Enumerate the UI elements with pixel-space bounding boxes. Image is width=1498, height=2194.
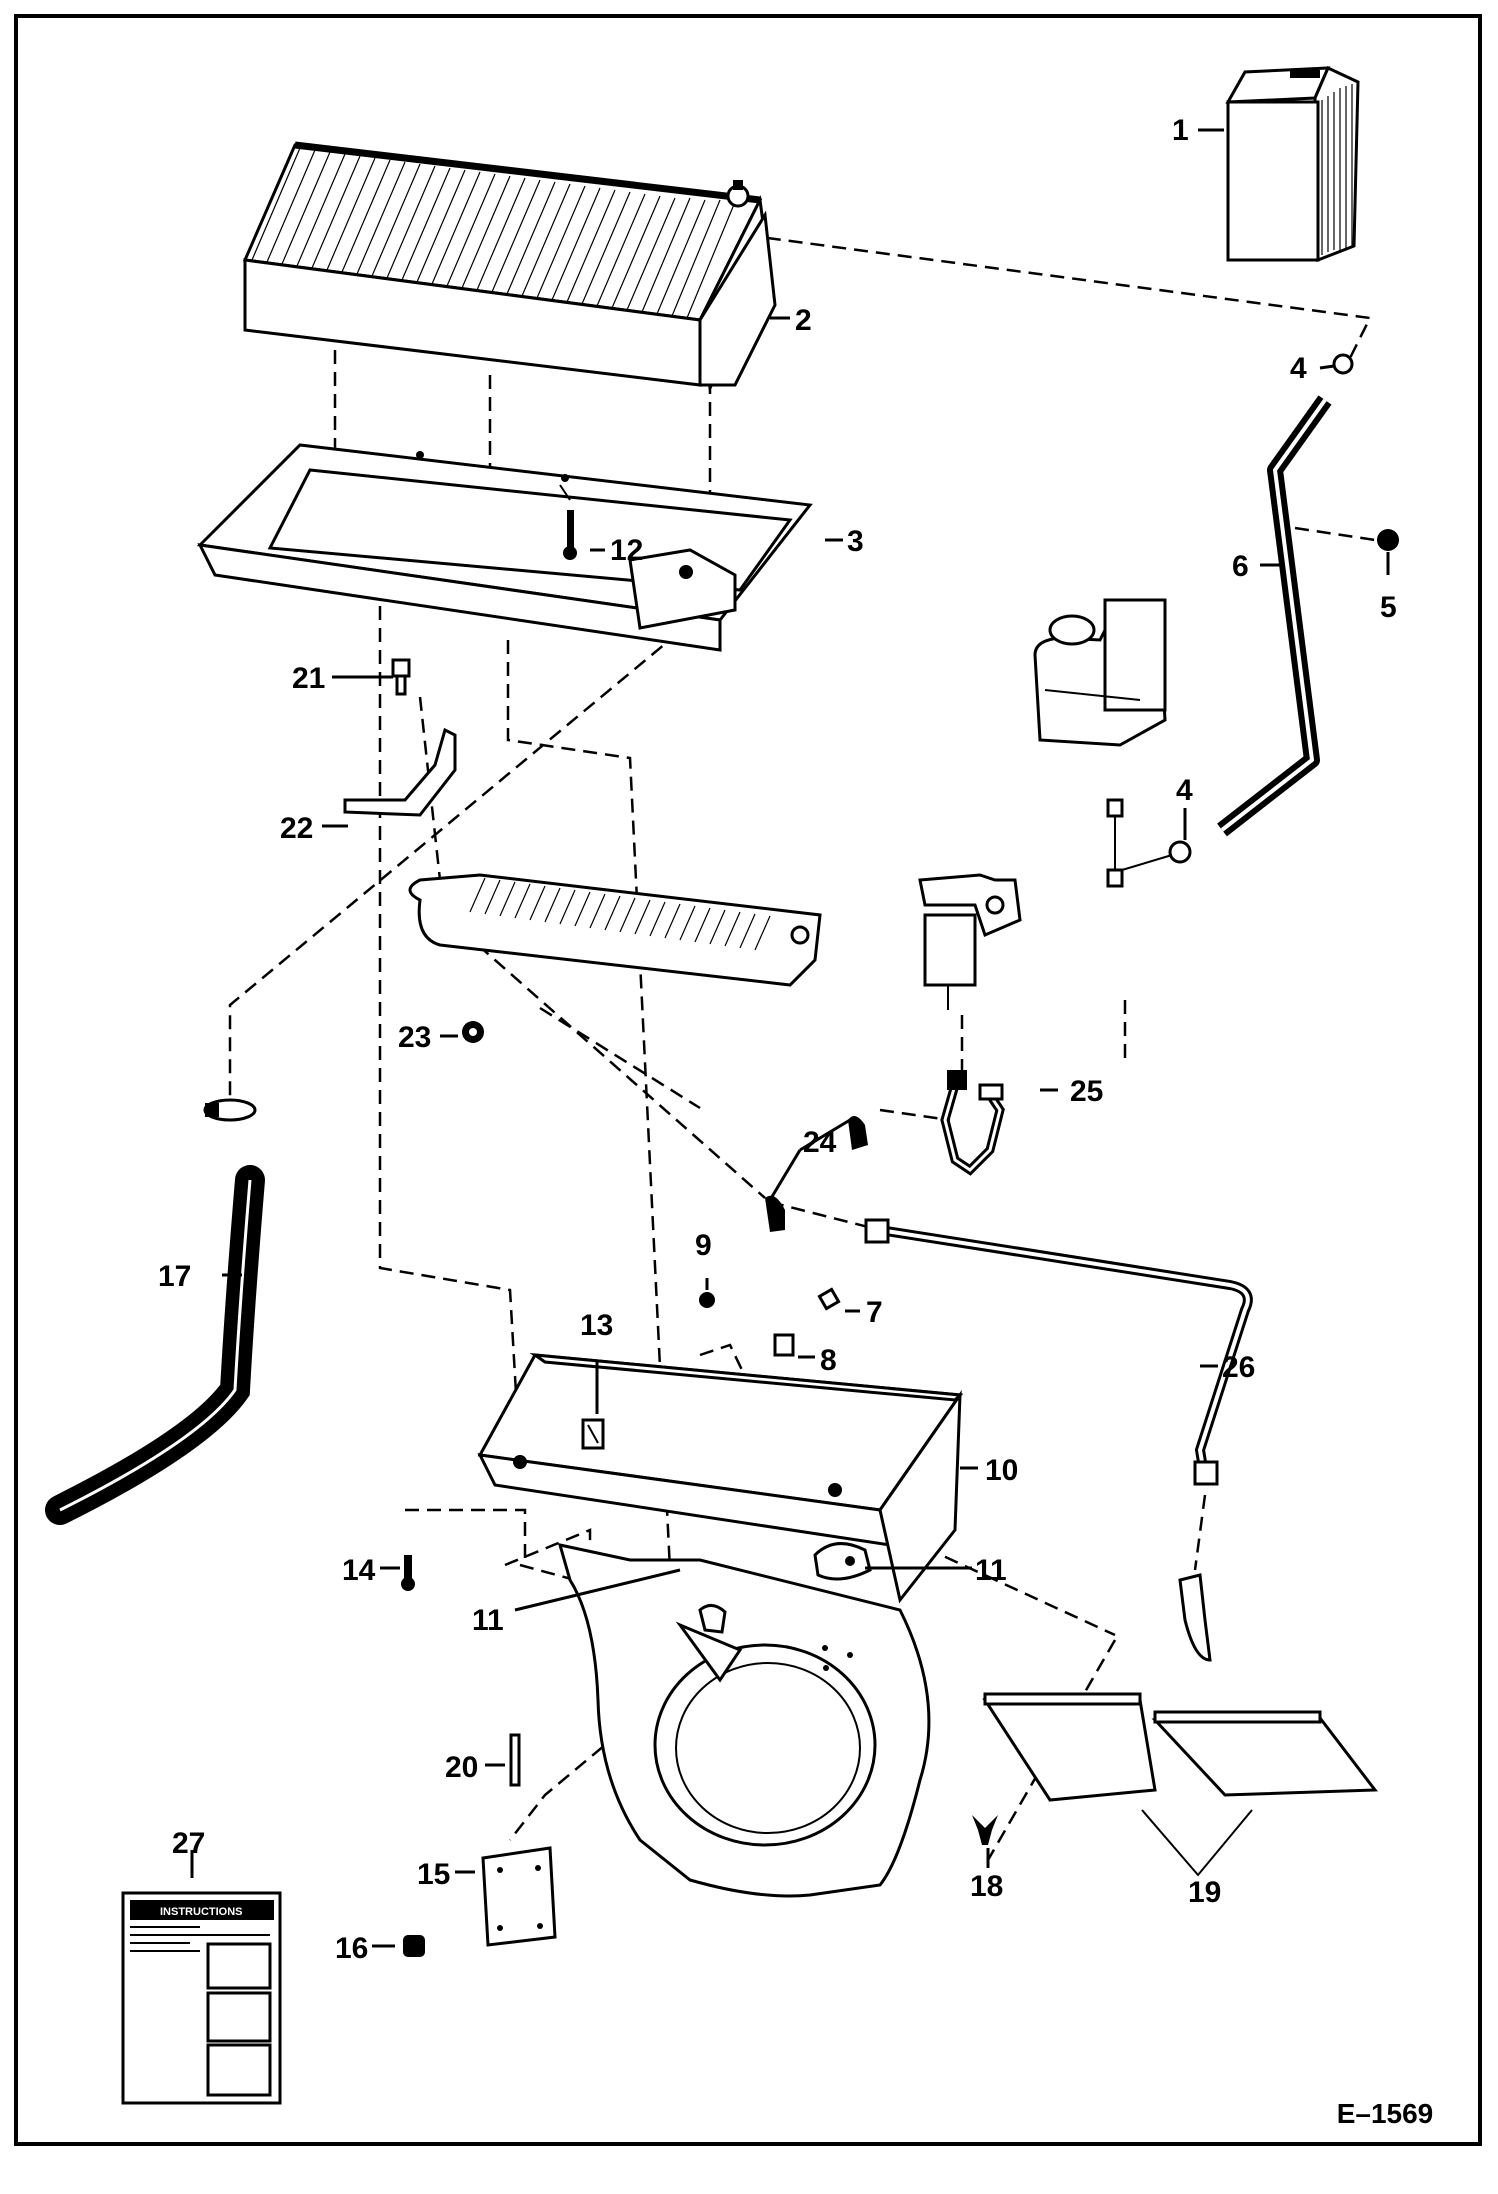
decal-heading: INSTRUCTIONS <box>160 1906 243 1918</box>
part-6-hose <box>1217 395 1332 837</box>
callout-17: 17 <box>158 1260 191 1293</box>
callout-27: 27 <box>172 1827 205 1860</box>
part-14-bolt <box>401 1555 415 1591</box>
callout-23: 23 <box>398 1021 431 1054</box>
part-4-clamp-upper <box>1332 353 1354 375</box>
part-26-tube <box>864 1218 1253 1662</box>
part-16-nut <box>403 1935 425 1957</box>
part-9-nut <box>699 1292 715 1308</box>
part-15-plate <box>481 1846 557 1947</box>
part-7-bolt <box>817 1287 841 1311</box>
callout-11-left: 11 <box>472 1604 504 1637</box>
callout-26: 26 <box>1222 1351 1255 1384</box>
part-1-box <box>1225 65 1360 263</box>
callout-13: 13 <box>580 1309 613 1342</box>
leader-lines <box>190 128 1390 1948</box>
part-19-indicator <box>1141 1809 1253 1877</box>
part-23-nut <box>462 1021 484 1043</box>
callout-19: 19 <box>1188 1876 1221 1909</box>
part-21-bolt <box>391 658 411 696</box>
callout-8: 8 <box>820 1344 837 1377</box>
hose-clamp <box>203 1098 257 1122</box>
part-22-bracket <box>343 727 457 817</box>
callout-20: 20 <box>445 1751 478 1784</box>
callout-4-lower: 4 <box>1176 774 1193 807</box>
part-18-wingnut <box>972 1815 998 1845</box>
reference-code: E–1569 <box>1337 2098 1434 2129</box>
filter-valve <box>918 873 1022 1010</box>
part-27-decal: INSTRUCTIONS <box>121 1891 282 2105</box>
callout-12: 12 <box>610 534 643 567</box>
callout-2: 2 <box>795 304 812 337</box>
part-11-plate <box>813 1542 872 1581</box>
part-24-elbows <box>765 1116 868 1232</box>
callout-14: 14 <box>342 1554 376 1587</box>
callout-labels: 1 2 3 4 4 5 6 7 8 9 10 11 11 12 13 14 15… <box>158 114 1397 1965</box>
part-19-panels <box>982 1692 1378 1802</box>
heater-core <box>408 873 822 987</box>
callout-16: 16 <box>335 1932 368 1965</box>
callout-21: 21 <box>292 662 325 695</box>
blower-housing <box>557 1543 931 1898</box>
part-8-spacer <box>773 1333 795 1357</box>
part-3-tray <box>196 443 813 652</box>
part-2-radiator <box>242 141 777 393</box>
callout-4-upper: 4 <box>1290 352 1307 385</box>
callout-18: 18 <box>970 1870 1003 1903</box>
callout-11-right: 11 <box>975 1554 1007 1587</box>
callout-10: 10 <box>985 1454 1018 1487</box>
callout-6: 6 <box>1232 550 1249 583</box>
callout-7: 7 <box>866 1296 883 1329</box>
callout-1: 1 <box>1172 114 1189 147</box>
part-13-clip <box>581 1418 605 1450</box>
callout-9: 9 <box>695 1229 712 1262</box>
callout-25: 25 <box>1070 1075 1103 1108</box>
callout-3: 3 <box>847 525 864 558</box>
part-12-bolt <box>563 510 577 560</box>
part-17-hose <box>45 1165 265 1525</box>
part-10-heater-box <box>477 1352 964 1604</box>
part-5-cap <box>1377 529 1399 551</box>
part-20-pin <box>509 1733 521 1787</box>
callout-24: 24 <box>803 1126 837 1159</box>
callout-22: 22 <box>280 812 313 845</box>
callout-5: 5 <box>1380 591 1397 624</box>
callout-15: 15 <box>417 1858 450 1891</box>
reservoir-bottle <box>1033 598 1167 747</box>
part-25-tube <box>940 1070 1005 1176</box>
part-4-fittings-lower <box>1106 798 1192 888</box>
assembly-lines <box>228 233 1376 1861</box>
